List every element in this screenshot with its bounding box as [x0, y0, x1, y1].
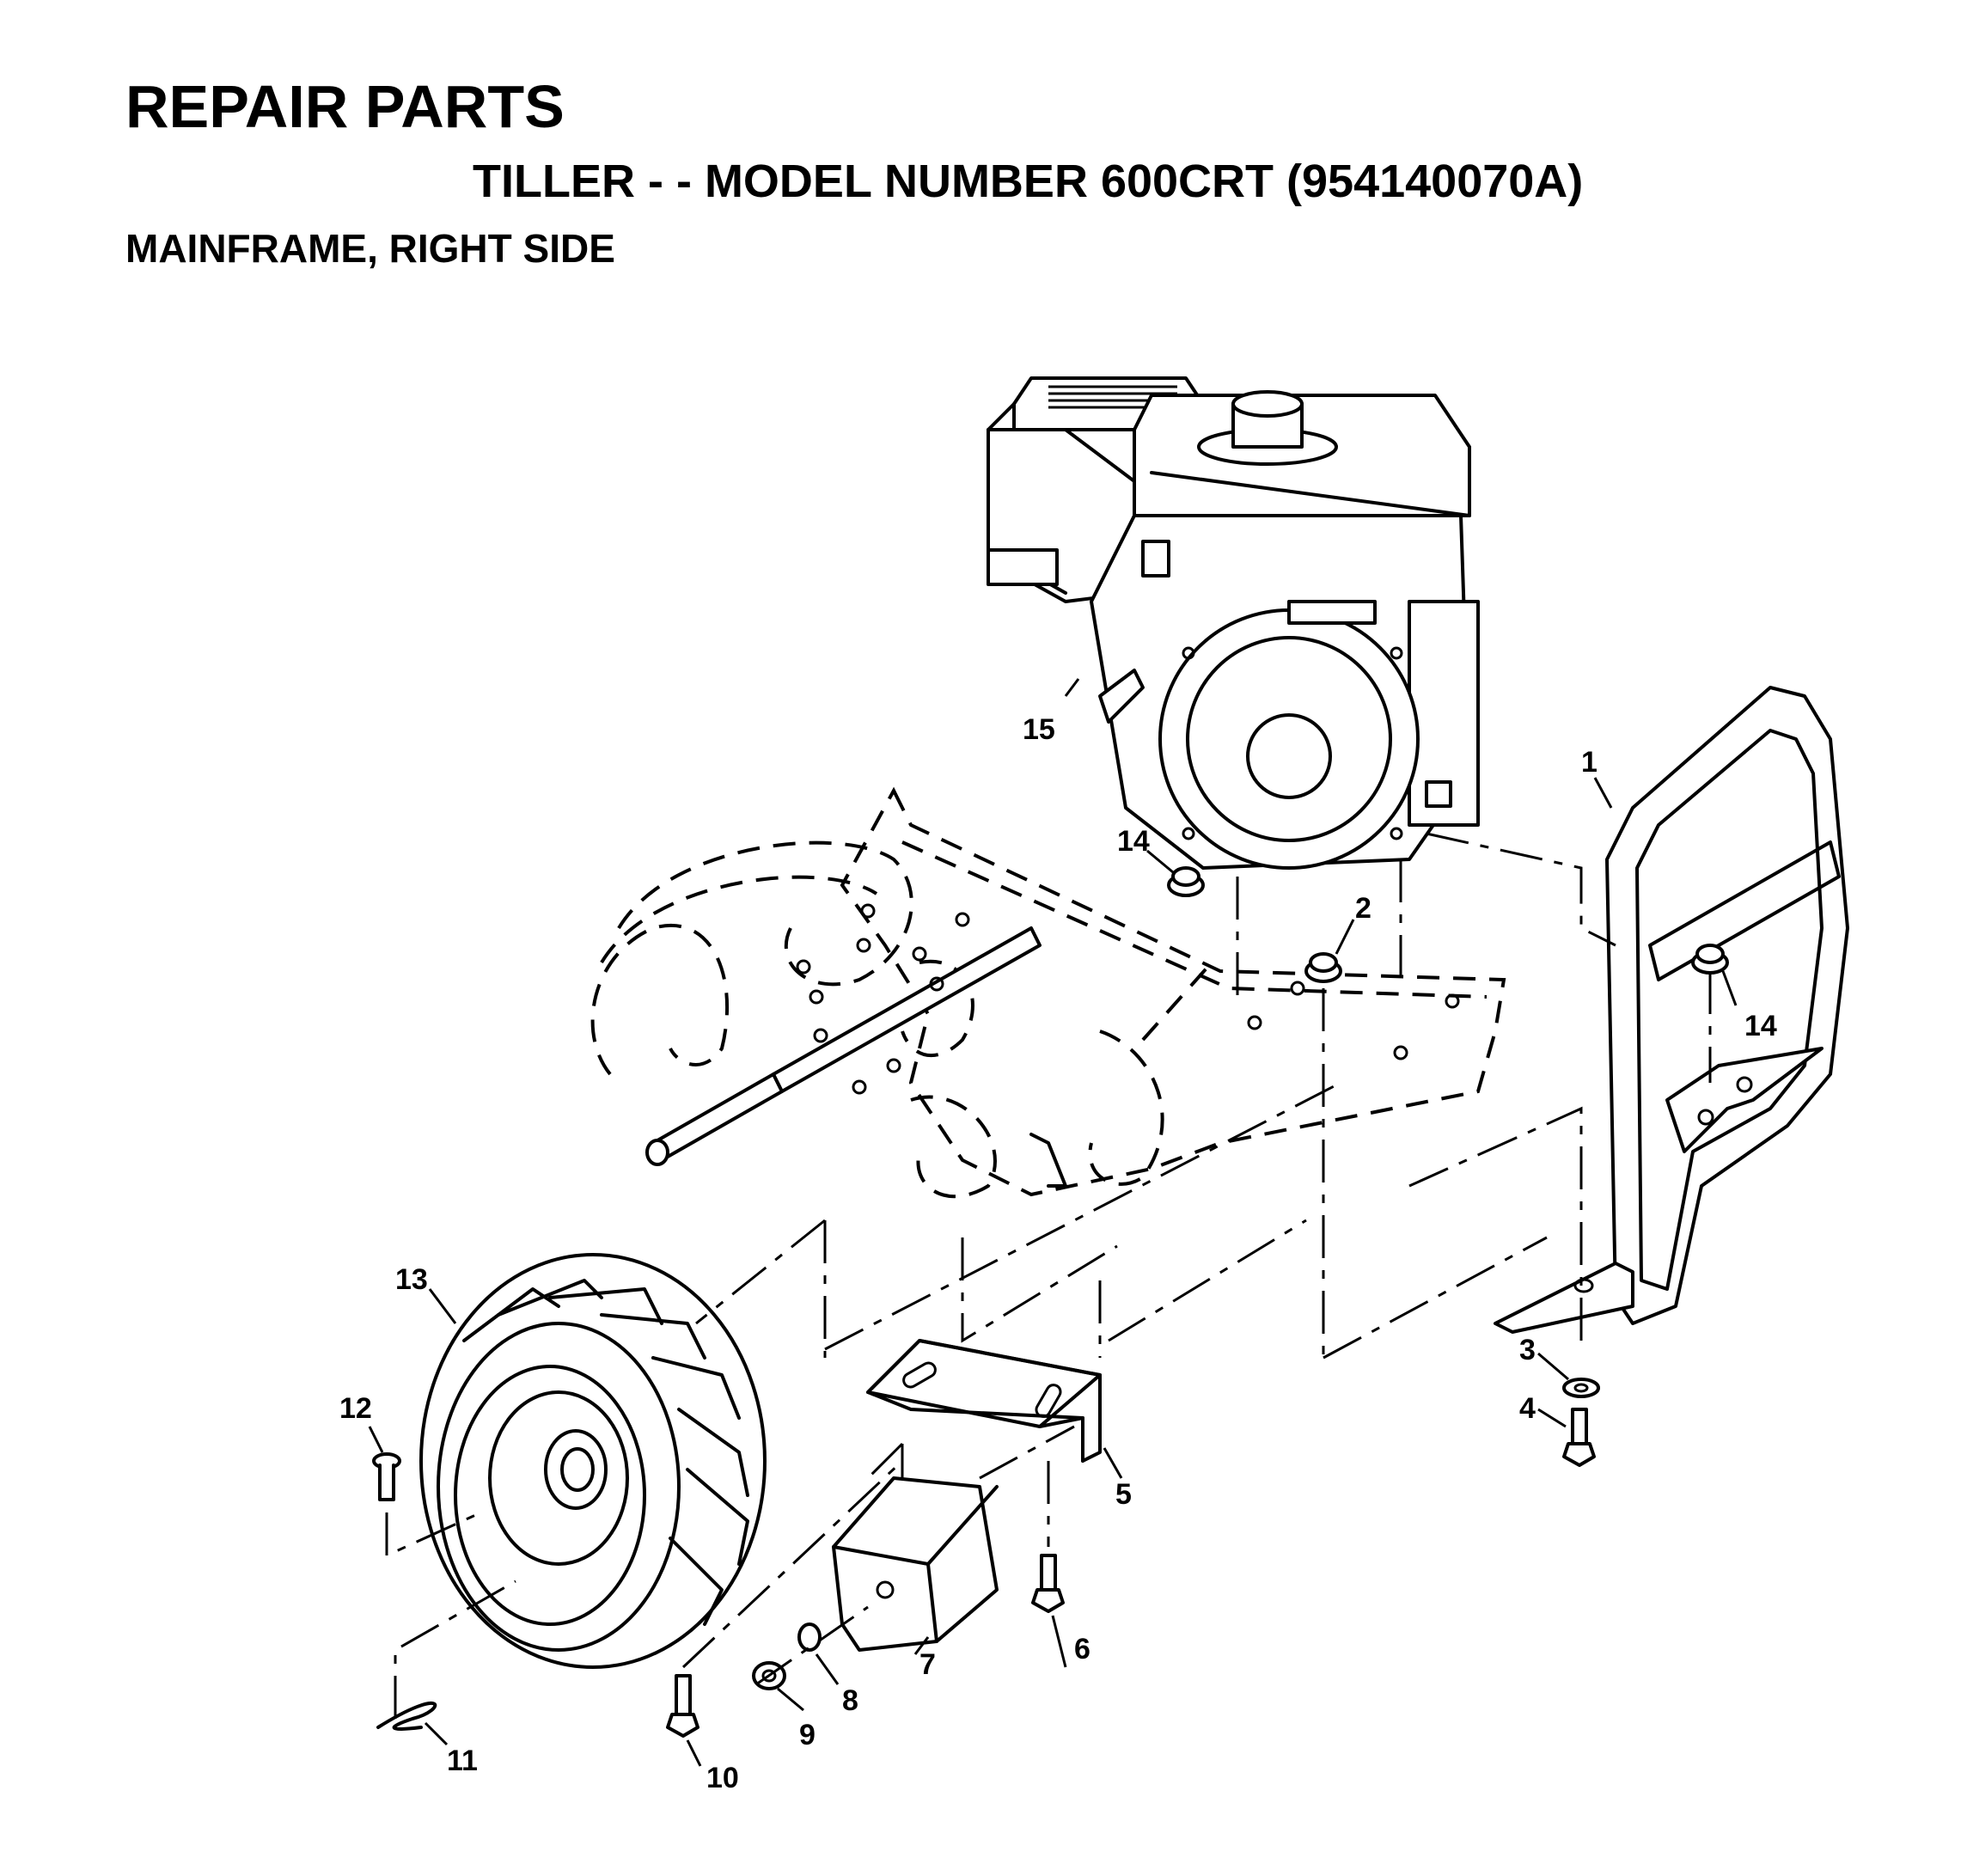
callout-5: 5 [1115, 1478, 1132, 1511]
engine-illustration [987, 376, 1480, 870]
callout-15: 15 [1023, 713, 1055, 746]
callout-6: 6 [1074, 1633, 1090, 1665]
model-subtitle: TILLER - - MODEL NUMBER 600CRT (95414007… [473, 156, 1584, 207]
callout-14b: 14 [1744, 1010, 1777, 1042]
tire-wheel [419, 1253, 767, 1669]
callout-4: 4 [1519, 1392, 1536, 1425]
centerlines [385, 832, 1712, 1719]
weight-block [832, 1476, 999, 1652]
callout-3: 3 [1519, 1334, 1536, 1366]
callout-9: 9 [799, 1719, 816, 1751]
callout-8: 8 [842, 1684, 858, 1717]
callout-2: 2 [1355, 892, 1371, 925]
callout-11: 11 [447, 1745, 478, 1777]
callout-1: 1 [1581, 746, 1598, 779]
callouts: 1 2 3 4 5 6 7 8 9 10 11 12 13 14 14 15 [339, 713, 1777, 1794]
callout-13: 13 [395, 1263, 428, 1296]
bumper-frame [1494, 686, 1849, 1334]
section-title: MAINFRAME, RIGHT SIDE [125, 226, 615, 271]
page-title: REPAIR PARTS [125, 73, 565, 140]
mounting-bracket [866, 1339, 1102, 1463]
leader-lines [368, 678, 1738, 1767]
callout-14a: 14 [1117, 825, 1150, 858]
callout-10: 10 [706, 1762, 739, 1794]
callout-7: 7 [919, 1648, 936, 1681]
callout-12: 12 [339, 1392, 372, 1425]
